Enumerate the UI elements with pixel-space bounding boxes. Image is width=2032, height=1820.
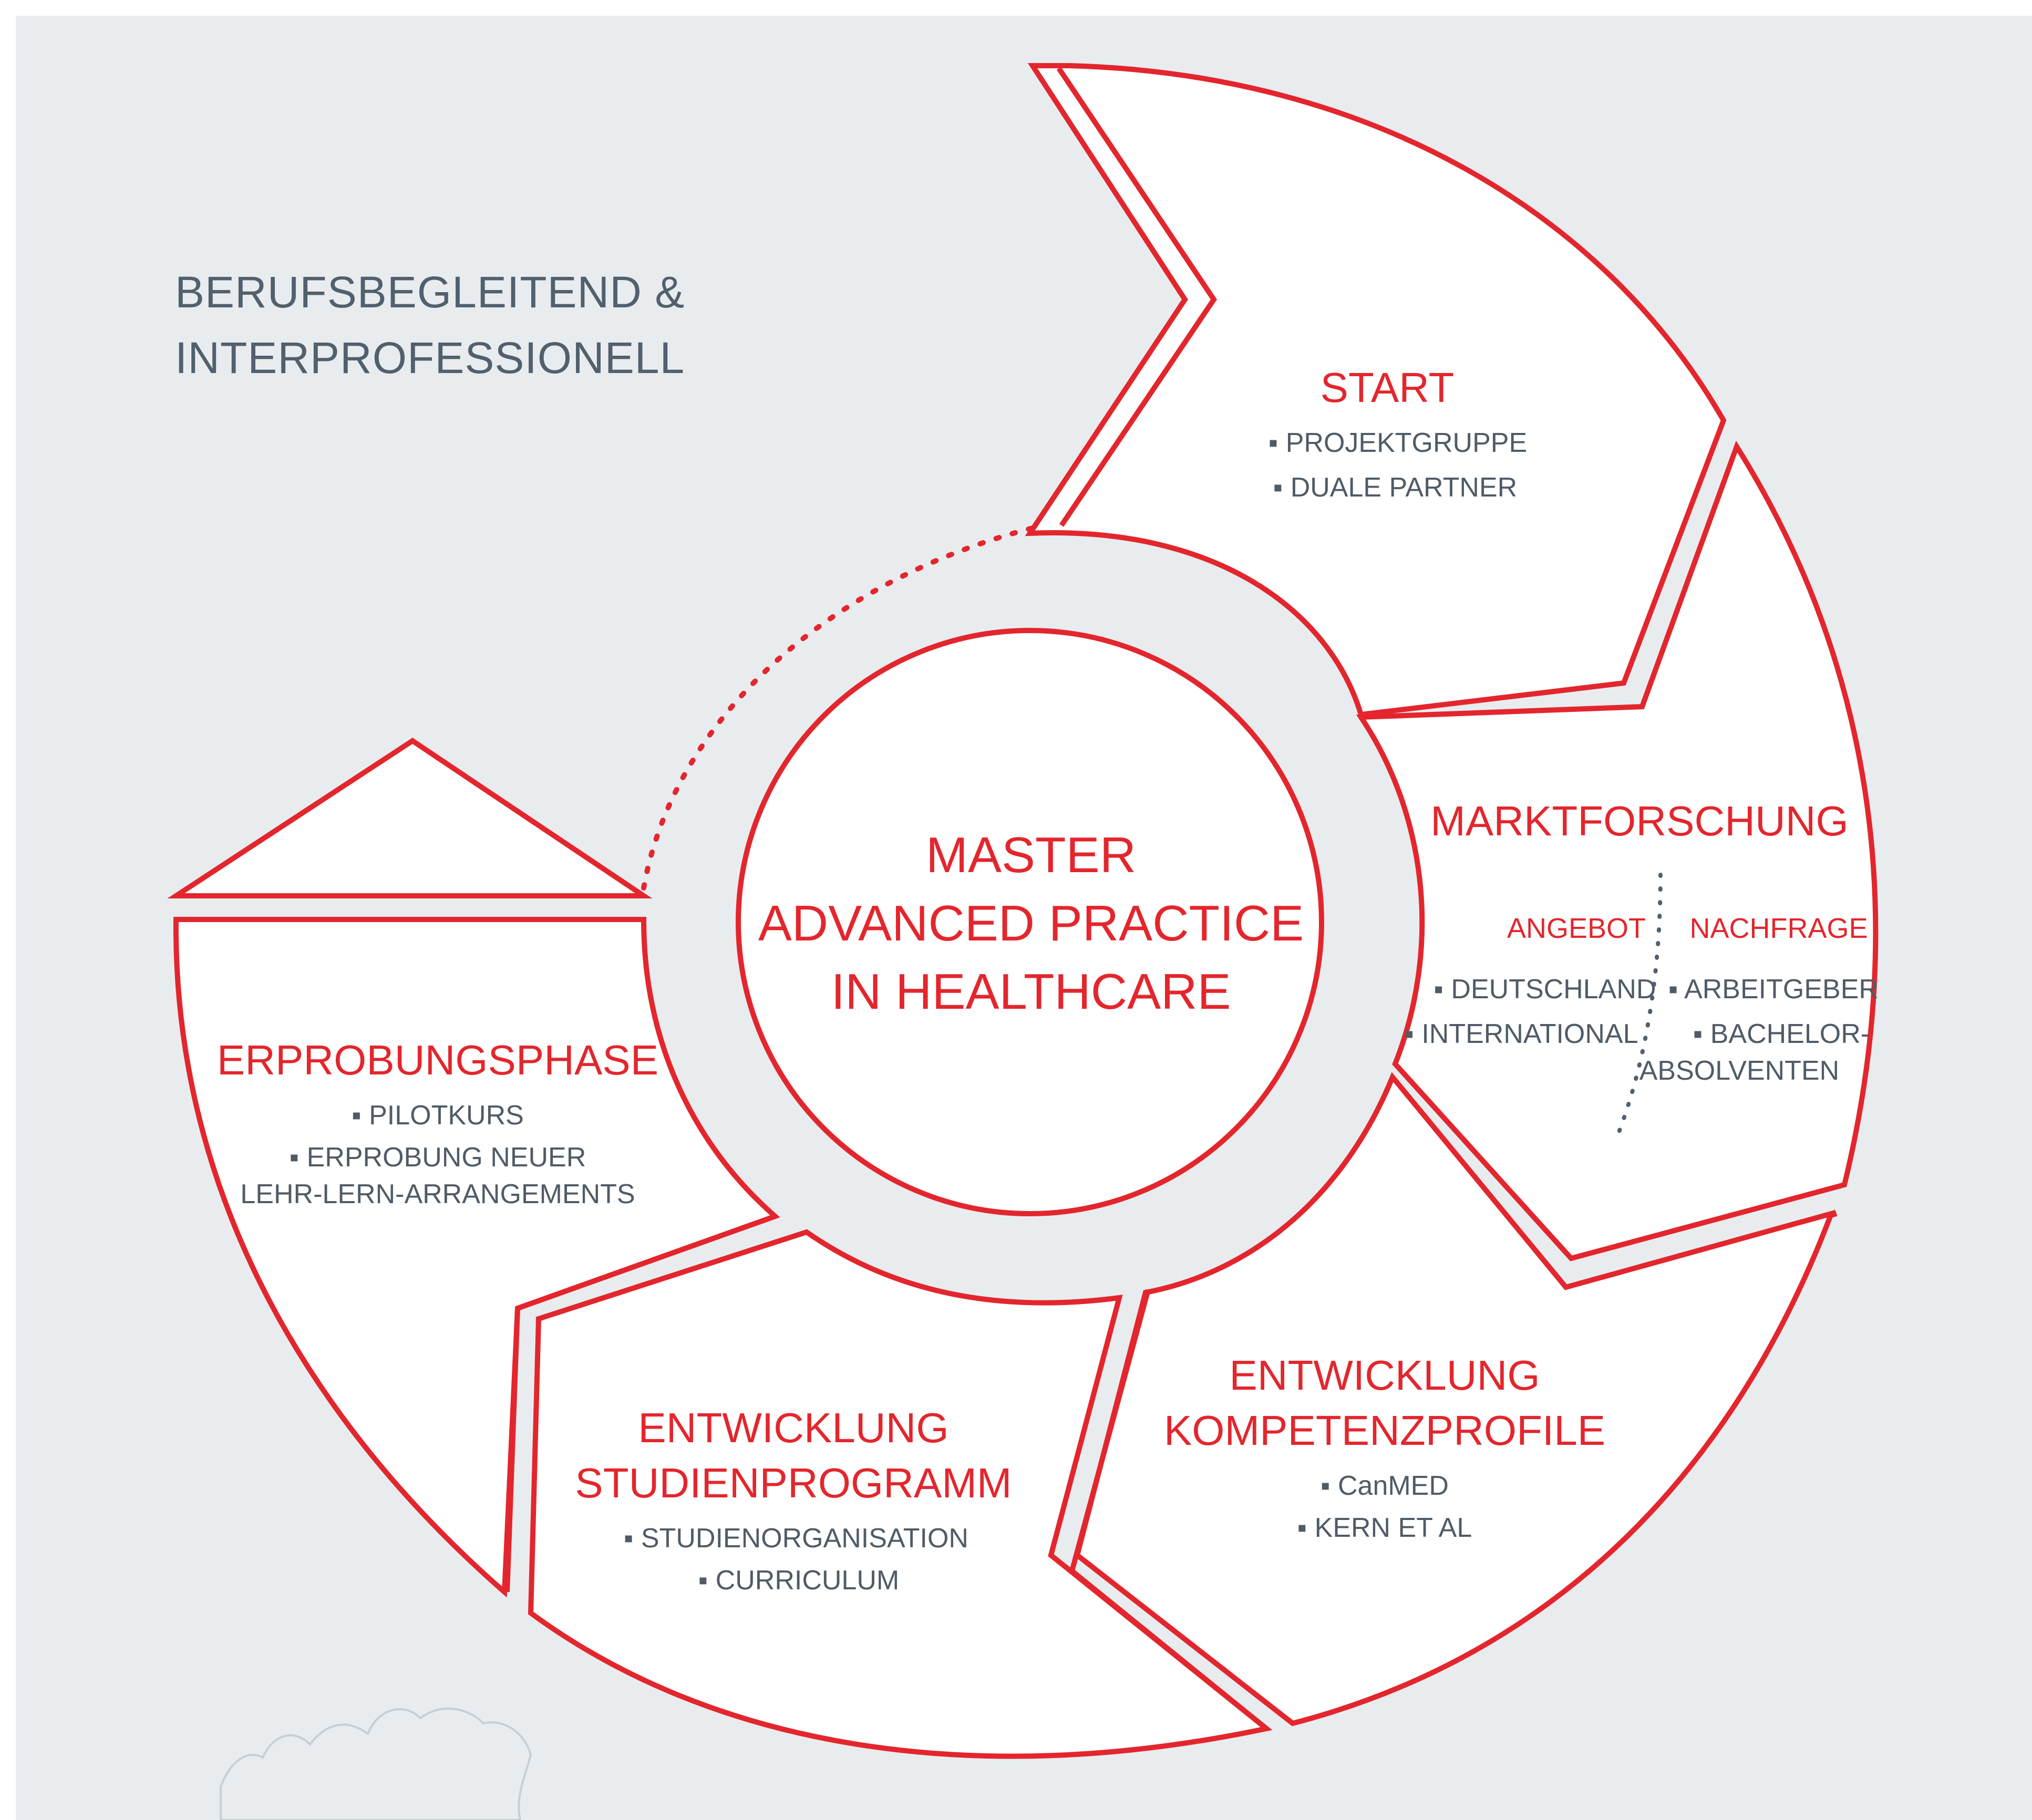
competence-heading-1: ENTWICKLUNG	[1229, 1352, 1540, 1399]
start-item-1: ▪ PROJEKTGRUPPE	[1268, 428, 1527, 458]
offer-item-1: ▪ DEUTSCHLAND	[1434, 974, 1656, 1005]
segment-market	[1356, 440, 1879, 1261]
title-line-1: BERUFSBEGLEITEND &	[175, 267, 685, 317]
segment-competence	[1074, 1072, 1836, 1726]
start-heading: START	[1321, 364, 1455, 411]
demand-item-2: ▪ BACHELOR-	[1693, 1019, 1870, 1049]
segment-start	[1025, 63, 1727, 718]
market-text: MARKTFORSCHUNG ANGEBOT NACHFRAGE ▪ DEUTS…	[1404, 798, 1879, 1142]
arrowhead-triangle	[167, 738, 653, 898]
center-label: MASTER ADVANCED PRACTICE IN HEALTHCARE	[758, 827, 1304, 1020]
program-item-1: ▪ STUDIENORGANISATION	[624, 1523, 968, 1554]
offer-item-2: ▪ INTERNATIONAL	[1404, 1019, 1638, 1049]
demand-label: NACHFRAGE	[1689, 913, 1868, 944]
center-line-3: IN HEALTHCARE	[831, 964, 1231, 1020]
segment-trial	[173, 917, 780, 1598]
competence-item-1: ▪ CanMED	[1321, 1471, 1449, 1501]
trial-item-1: ▪ PILOTKURS	[352, 1100, 524, 1131]
segment-program	[528, 1229, 1273, 1759]
start-text: START ▪ PROJEKTGRUPPE ▪ DUALE PARTNER	[1268, 364, 1527, 503]
competence-heading-2: KOMPETENZPROFILE	[1164, 1407, 1605, 1454]
competence-text: ENTWICKLUNG KOMPETENZPROFILE ▪ CanMED ▪ …	[1164, 1352, 1605, 1543]
trial-heading: ERPROBUNGSPHASE	[217, 1037, 658, 1083]
start-inner-edge	[1056, 67, 1218, 527]
program-heading-2: STUDIENPROGRAMM	[575, 1460, 1012, 1506]
program-text: ENTWICKLUNG STUDIENPROGRAMM ▪ STUDIENORG…	[575, 1404, 1012, 1596]
demand-item-2-cont: ABSOLVENTEN	[1639, 1056, 1839, 1086]
market-heading: MARKTFORSCHUNG	[1430, 798, 1849, 844]
page-title: BERUFSBEGLEITEND & INTERPROFESSIONELL	[175, 267, 685, 382]
trial-item-2-cont: LEHR-LERN-ARRANGEMENTS	[240, 1179, 635, 1209]
trial-item-2: ▪ ERPROBUNG NEUER	[290, 1142, 586, 1173]
map-outline	[220, 1707, 532, 1820]
program-heading-1: ENTWICKLUNG	[638, 1404, 948, 1451]
center-line-2: ADVANCED PRACTICE	[758, 895, 1304, 952]
program-item-2: ▪ CURRICULUM	[698, 1565, 899, 1596]
start-item-2: ▪ DUALE PARTNER	[1273, 472, 1517, 503]
market-divider	[1614, 873, 1663, 1142]
competence-item-2: ▪ KERN ET AL	[1297, 1513, 1472, 1543]
trial-text: ERPROBUNGSPHASE ▪ PILOTKURS ▪ ERPROBUNG …	[217, 1037, 658, 1209]
demand-item-1: ▪ ARBEITGEBER	[1668, 974, 1879, 1005]
center-circle	[736, 628, 1324, 1216]
offer-label: ANGEBOT	[1507, 913, 1646, 944]
title-line-2: INTERPROFESSIONELL	[175, 333, 685, 382]
center-line-1: MASTER	[926, 827, 1136, 883]
